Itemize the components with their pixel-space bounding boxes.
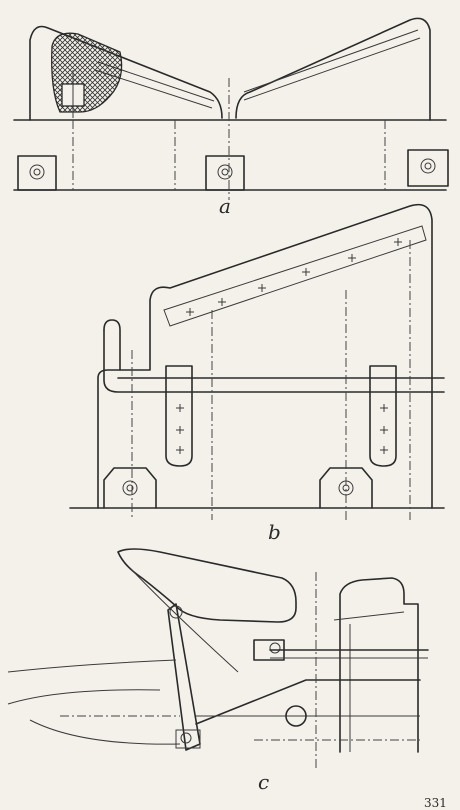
- panel-a-right-slat-inner: [243, 29, 419, 93]
- panel-b-caption: b: [268, 520, 281, 544]
- panel-a-foot-left: [17, 155, 57, 191]
- panel-a-right-wing: [235, 17, 431, 121]
- panel-c-upright: [339, 577, 419, 753]
- panel-c-link-bar: [195, 679, 421, 725]
- panel-c-shell-underside: [129, 567, 239, 673]
- panel-c-drawing: [7, 548, 429, 770]
- panel-c-lever-foot: [175, 729, 201, 749]
- panel-c-lever-pivot: [169, 605, 183, 619]
- panel-c-seat-shell: [117, 548, 297, 623]
- panel-a-drawing: [13, 17, 449, 200]
- panel-c-bracket-pin: [269, 642, 281, 654]
- panel-b-rod-handle: [103, 319, 121, 371]
- panel-c-roller: [285, 705, 307, 727]
- panel-b-bracket-left: [165, 365, 193, 467]
- panel-a-right-slat: [243, 37, 421, 101]
- panel-b-slat-screws: [186, 238, 402, 316]
- panel-a-left-wing: [29, 25, 223, 121]
- panel-a-caption: a: [219, 194, 231, 218]
- panel-b-foot-left: [103, 467, 157, 509]
- panel-a-foot-center: [205, 155, 245, 191]
- panel-c-lever-foot-pin: [180, 732, 192, 744]
- panel-c-bg-line-3: [29, 719, 181, 745]
- panel-b-body-outline: [97, 203, 433, 509]
- panel-b-rod: [103, 329, 445, 393]
- corner-page-fragment: 331: [424, 796, 447, 810]
- panel-a-foot-right: [407, 149, 449, 187]
- panel-b-seat-slat: [163, 225, 427, 327]
- panel-c-bg-line-1: [7, 659, 177, 673]
- panel-c-lever: [167, 603, 201, 751]
- panel-b-bracket-right: [369, 365, 397, 467]
- panel-c-bg-line-2: [7, 689, 161, 705]
- panel-c-caption: c: [258, 770, 270, 794]
- panel-c-upright-cap: [333, 611, 405, 621]
- panel-b-drawing: [69, 203, 445, 520]
